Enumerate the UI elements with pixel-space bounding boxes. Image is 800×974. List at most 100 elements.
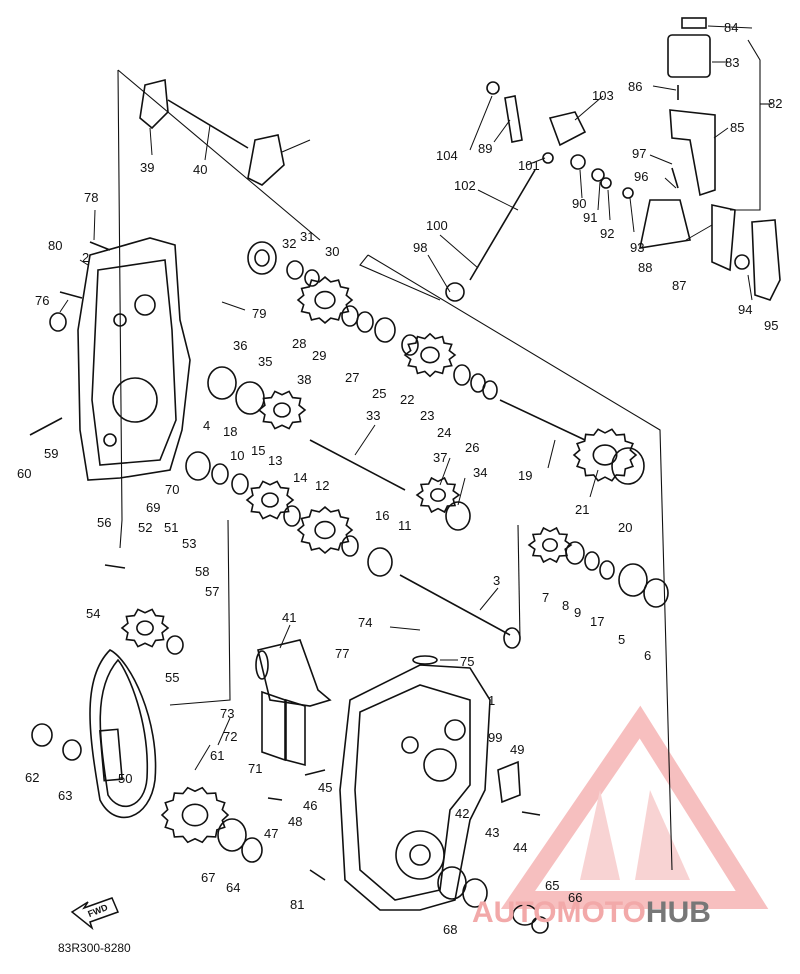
callout-62: 62 — [25, 770, 39, 785]
callout-46: 46 — [303, 798, 317, 813]
callout-98: 98 — [413, 240, 427, 255]
callout-42: 42 — [455, 806, 469, 821]
callout-22: 22 — [400, 392, 414, 407]
callout-12: 12 — [315, 478, 329, 493]
fwd-arrow: FWD — [70, 897, 120, 931]
callout-64: 64 — [226, 880, 240, 895]
callout-25: 25 — [372, 386, 386, 401]
gear-hub-5 — [592, 444, 618, 466]
callout-84: 84 — [724, 20, 738, 35]
callout-50: 50 — [118, 771, 132, 786]
drive-chain — [89, 649, 157, 819]
callout-26: 26 — [465, 440, 479, 455]
callout-19: 19 — [518, 468, 532, 483]
guide-plates — [261, 690, 306, 767]
callout-1: 1 — [488, 693, 495, 708]
callout-66: 66 — [568, 890, 582, 905]
assembly-frame — [117, 39, 772, 871]
gears — [120, 276, 638, 844]
callout-70: 70 — [165, 482, 179, 497]
callout-91: 91 — [583, 210, 597, 225]
callout-15: 15 — [251, 443, 265, 458]
gear-hub-3 — [261, 492, 279, 508]
shift-shaft-assembly — [445, 81, 634, 302]
callout-100: 100 — [426, 218, 448, 233]
callout-49: 49 — [510, 742, 524, 757]
gear-2 — [257, 390, 307, 430]
callout-35: 35 — [258, 354, 272, 369]
right-case — [339, 664, 491, 911]
gear-hub-8 — [136, 620, 154, 636]
callout-103: 103 — [592, 88, 614, 103]
callout-5: 5 — [618, 632, 625, 647]
shift-drum — [255, 639, 332, 707]
callout-102: 102 — [454, 178, 476, 193]
bearings-and-washers — [31, 241, 669, 934]
callout-87: 87 — [672, 278, 686, 293]
callout-45: 45 — [318, 780, 332, 795]
callout-51: 51 — [164, 520, 178, 535]
callout-30: 30 — [325, 244, 339, 259]
callout-4: 4 — [203, 418, 210, 433]
callout-95: 95 — [764, 318, 778, 333]
callout-55: 55 — [165, 670, 179, 685]
callout-34: 34 — [473, 465, 487, 480]
gear-hub-4 — [314, 520, 336, 540]
callout-32: 32 — [282, 236, 296, 251]
callout-80: 80 — [48, 238, 62, 253]
callout-23: 23 — [420, 408, 434, 423]
callout-21: 21 — [575, 502, 589, 517]
callout-29: 29 — [312, 348, 326, 363]
callout-52: 52 — [138, 520, 152, 535]
callout-48: 48 — [288, 814, 302, 829]
callout-9: 9 — [574, 605, 581, 620]
callout-57: 57 — [205, 584, 219, 599]
callout-10: 10 — [230, 448, 244, 463]
gear-hub-0 — [314, 290, 336, 310]
callout-65: 65 — [545, 878, 559, 893]
callout-96: 96 — [634, 169, 648, 184]
callout-53: 53 — [182, 536, 196, 551]
callout-74: 74 — [358, 615, 372, 630]
gear-6 — [527, 526, 573, 564]
callout-75: 75 — [460, 654, 474, 669]
callout-20: 20 — [618, 520, 632, 535]
callout-37: 37 — [433, 450, 447, 465]
watermark-text: AUTOMOTOHUB — [472, 896, 711, 929]
callout-77: 77 — [335, 646, 349, 661]
callout-94: 94 — [738, 302, 752, 317]
callout-60: 60 — [17, 466, 31, 481]
gear-hub-1 — [420, 346, 440, 364]
callout-36: 36 — [233, 338, 247, 353]
watermark-auto: AUTO — [472, 896, 556, 929]
callout-99: 99 — [488, 730, 502, 745]
gear-9 — [160, 786, 230, 844]
callout-97: 97 — [632, 146, 646, 161]
shift-lever-assembly — [638, 17, 781, 301]
callout-82: 82 — [768, 96, 782, 111]
callout-18: 18 — [223, 424, 237, 439]
callout-40: 40 — [193, 162, 207, 177]
callout-93: 93 — [630, 240, 644, 255]
callout-67: 67 — [201, 870, 215, 885]
callout-73: 73 — [220, 706, 234, 721]
callout-41: 41 — [282, 610, 296, 625]
callout-86: 86 — [628, 79, 642, 94]
callout-104: 104 — [436, 148, 458, 163]
gear-hub-6 — [541, 538, 558, 552]
callout-78: 78 — [84, 190, 98, 205]
callout-27: 27 — [345, 370, 359, 385]
callout-43: 43 — [485, 825, 499, 840]
callout-54: 54 — [86, 606, 100, 621]
bolts — [29, 241, 541, 881]
callout-28: 28 — [292, 336, 306, 351]
callout-7: 7 — [542, 590, 549, 605]
leader-lines — [59, 25, 753, 771]
callout-61: 61 — [210, 748, 224, 763]
callout-58: 58 — [195, 564, 209, 579]
callout-3: 3 — [493, 573, 500, 588]
callout-71: 71 — [248, 761, 262, 776]
svg-text:AUTOMOTOHUB: AUTOMOTOHUB — [472, 896, 711, 929]
